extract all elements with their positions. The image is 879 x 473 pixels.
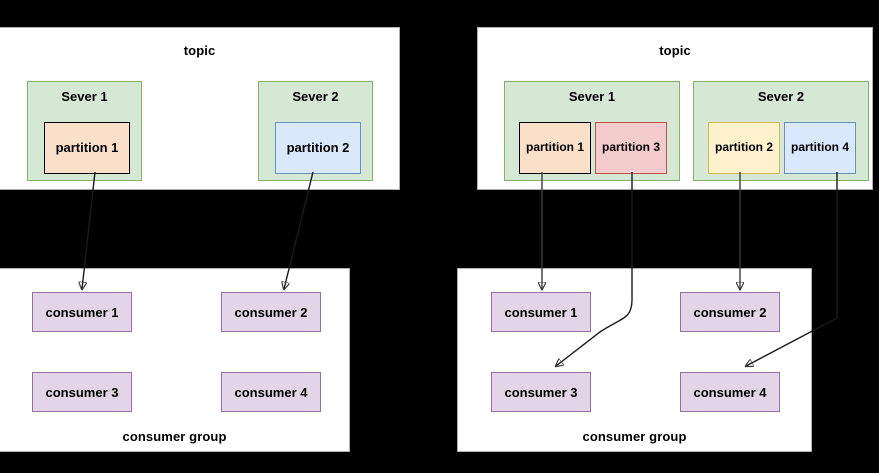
- right-server-1-partition-3: partition 3: [595, 122, 667, 174]
- right-server-2-partition-4: partition 4: [784, 122, 856, 174]
- right-server-1-title: Sever 1: [568, 89, 616, 104]
- left-consumer-4: consumer 4: [221, 372, 321, 412]
- left-consumer-group-panel: consumer group consumer 1 consumer 2 con…: [0, 268, 350, 452]
- right-consumer-2: consumer 2: [680, 292, 780, 332]
- right-server-2: Sever 2 partition 2 partition 4: [693, 81, 869, 181]
- left-server-2-title: Sever 2: [292, 89, 339, 104]
- left-consumer-group-caption: consumer group: [122, 429, 227, 444]
- left-consumer-2: consumer 2: [221, 292, 321, 332]
- right-server-2-title: Sever 2: [757, 89, 805, 104]
- right-consumer-4: consumer 4: [680, 372, 780, 412]
- left-server-1: Sever 1 partition 1: [27, 81, 142, 181]
- left-server-1-title: Sever 1: [61, 89, 108, 104]
- left-server-1-partition-1: partition 1: [44, 122, 130, 174]
- right-consumer-1: consumer 1: [491, 292, 591, 332]
- left-server-2-partition-2: partition 2: [275, 122, 361, 174]
- left-topic-panel: topic Sever 1 partition 1 Sever 2 partit…: [0, 27, 400, 190]
- right-server-1: Sever 1 partition 1 partition 3: [504, 81, 680, 181]
- left-server-2: Sever 2 partition 2: [258, 81, 373, 181]
- right-consumer-group-panel: consumer group consumer 1 consumer 2 con…: [457, 268, 812, 452]
- right-consumer-3: consumer 3: [491, 372, 591, 412]
- right-consumer-group-caption: consumer group: [582, 429, 687, 444]
- left-consumer-1: consumer 1: [32, 292, 132, 332]
- left-topic-caption: topic: [183, 43, 216, 58]
- right-server-2-partition-2: partition 2: [708, 122, 780, 174]
- left-consumer-3: consumer 3: [32, 372, 132, 412]
- right-server-1-partition-1: partition 1: [519, 122, 591, 174]
- right-topic-caption: topic: [659, 43, 691, 58]
- right-topic-panel: topic Sever 1 partition 1 partition 3 Se…: [477, 27, 873, 190]
